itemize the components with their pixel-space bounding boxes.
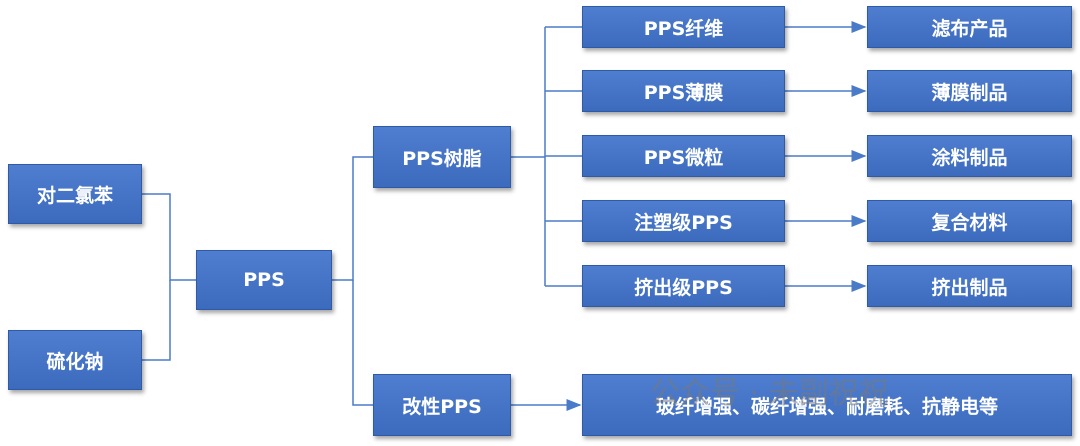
connector-pps-to-resin (332, 156, 373, 281)
connector-pcb-to-pps (142, 193, 196, 281)
node-modified-pps: 改性PPS (373, 374, 511, 436)
watermark: 公众号 · 未副祝祝 (650, 376, 889, 411)
node-pps-resin: PPS树脂 (373, 126, 511, 188)
node-modification-types: 玻纤增强、碳纤增强、耐磨耗、抗静电等 (582, 374, 1072, 436)
node-injection-grade-pps: 注塑级PPS (582, 200, 785, 242)
node-pps-film: PPS薄膜 (582, 70, 785, 112)
node-film-products: 薄膜制品 (867, 70, 1072, 112)
connector-pps-to-mod (352, 280, 373, 406)
node-extrusion-grade-pps: 挤出级PPS (582, 265, 785, 307)
node-extrusion-products: 挤出制品 (867, 265, 1072, 307)
node-pps-microparticle: PPS微粒 (582, 135, 785, 177)
node-pps-fiber: PPS纤维 (582, 6, 785, 48)
node-coating-products: 涂料制品 (867, 135, 1072, 177)
node-composite-materials: 复合材料 (867, 200, 1072, 242)
node-sodium-sulfide: 硫化钠 (8, 330, 142, 390)
node-p-dichlorobenzene: 对二氯苯 (8, 164, 142, 224)
connector-ss-to-pps (142, 280, 171, 361)
node-pps: PPS (196, 250, 332, 310)
node-filter-cloth-products: 滤布产品 (867, 6, 1072, 48)
